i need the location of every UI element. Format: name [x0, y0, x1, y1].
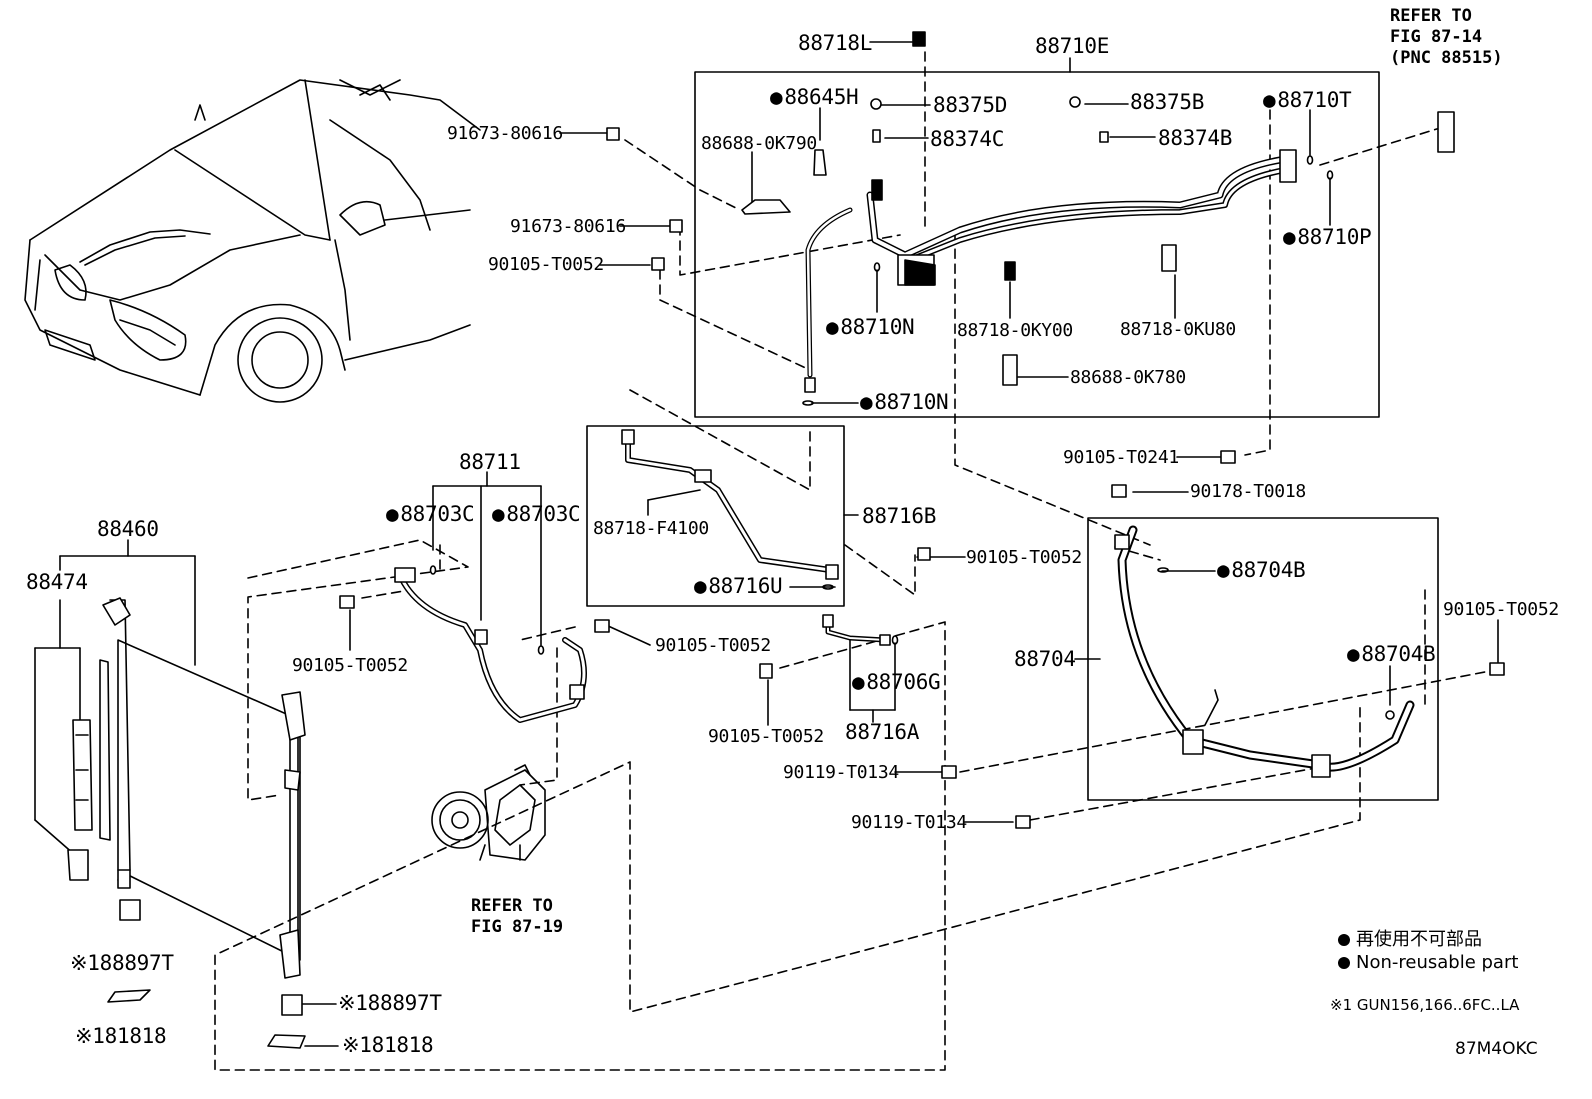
pipe-88716A [760, 548, 930, 678]
label-90119-T0134-a[interactable]: 90119-T0134 [783, 762, 899, 783]
label-88710T[interactable]: 88710T [1263, 89, 1351, 112]
label-88718-0KU80[interactable]: 88718-0KU80 [1120, 319, 1236, 340]
label-90105-T0052-d[interactable]: 90105-T0052 [655, 635, 771, 656]
label-88704B-b[interactable]: 88704B [1347, 643, 1435, 666]
label-181818-b[interactable]: ※181818 [342, 1033, 434, 1057]
label-88710P[interactable]: 88710P [1283, 226, 1371, 249]
label-88374C[interactable]: 88374C [930, 127, 1005, 151]
label-188897T-a[interactable]: ※188897T [70, 951, 174, 975]
legend-jp: 再使用不可部品 [1356, 929, 1482, 950]
label-91673-80616-a[interactable]: 91673-80616 [447, 123, 563, 144]
pipe-88710E [607, 32, 1454, 463]
label-88688-0K780[interactable]: 88688-0K780 [1070, 367, 1186, 388]
label-91673-80616-b[interactable]: 91673-80616 [510, 216, 626, 237]
label-88703C-b[interactable]: 88703C [492, 503, 580, 526]
label-88711[interactable]: 88711 [459, 450, 521, 474]
assembly-box-88716B [587, 426, 844, 606]
label-90105-T0052-e[interactable]: 90105-T0052 [292, 655, 408, 676]
pipe-88716B [622, 430, 838, 589]
label-88375D[interactable]: 88375D [933, 93, 1008, 117]
label-88710N-b[interactable]: 88710N [860, 391, 948, 414]
compressor [432, 765, 545, 860]
figure-code: 87M4OKC [1455, 1039, 1538, 1059]
label-88374B[interactable]: 88374B [1158, 126, 1233, 150]
legend-applicability-note: ※1 GUN156,166..6FC..LA [1330, 996, 1520, 1014]
label-88710N-a[interactable]: 88710N [826, 316, 914, 339]
hose-88704 [942, 485, 1504, 828]
label-88704[interactable]: 88704 [1014, 647, 1076, 671]
label-88710E[interactable]: 88710E [1035, 34, 1110, 58]
label-88716U[interactable]: 88716U [694, 575, 782, 598]
label-88474[interactable]: 88474 [26, 570, 88, 594]
label-88718-0KY00[interactable]: 88718-0KY00 [957, 320, 1073, 341]
label-90105-T0241[interactable]: 90105-T0241 [1063, 447, 1179, 468]
label-88703C-a[interactable]: 88703C [386, 503, 474, 526]
leader-lines [35, 42, 1498, 1046]
legend-en: Non-reusable part [1356, 952, 1519, 973]
refer-fig-87-19[interactable]: REFER TO FIG 87-19 [471, 896, 564, 937]
label-88645H[interactable]: 88645H [770, 86, 858, 109]
label-188897T-b[interactable]: ※188897T [338, 991, 442, 1015]
label-88706G[interactable]: 88706G [852, 671, 940, 694]
label-88460[interactable]: 88460 [97, 517, 159, 541]
refer-fig-87-14[interactable]: REFER TO FIG 87-14 (PNC 88515) [1390, 6, 1503, 68]
label-90105-T0052-f[interactable]: 90105-T0052 [708, 726, 824, 747]
vehicle-illustration [25, 80, 480, 402]
label-88718-F4100[interactable]: 88718-F4100 [593, 518, 709, 539]
label-88716A[interactable]: 88716A [845, 720, 920, 744]
pipe-88711 [340, 566, 609, 720]
assembly-box-88710E [695, 72, 1379, 417]
label-88375B[interactable]: 88375B [1130, 90, 1205, 114]
label-88716B[interactable]: 88716B [862, 504, 937, 528]
label-90178-T0018[interactable]: 90178-T0018 [1190, 481, 1306, 502]
label-88704B-a[interactable]: 88704B [1217, 559, 1305, 582]
condenser-88460 [68, 598, 305, 1048]
label-90119-T0134-b[interactable]: 90119-T0134 [851, 812, 967, 833]
label-90105-T0052-c[interactable]: 90105-T0052 [1443, 599, 1559, 620]
label-90105-T0052-a[interactable]: 90105-T0052 [488, 254, 604, 275]
label-90105-T0052-b[interactable]: 90105-T0052 [966, 547, 1082, 568]
label-88688-0K790[interactable]: 88688-0K790 [701, 133, 817, 154]
label-181818-a[interactable]: ※181818 [75, 1024, 167, 1048]
label-88718L[interactable]: 88718L [798, 31, 873, 55]
